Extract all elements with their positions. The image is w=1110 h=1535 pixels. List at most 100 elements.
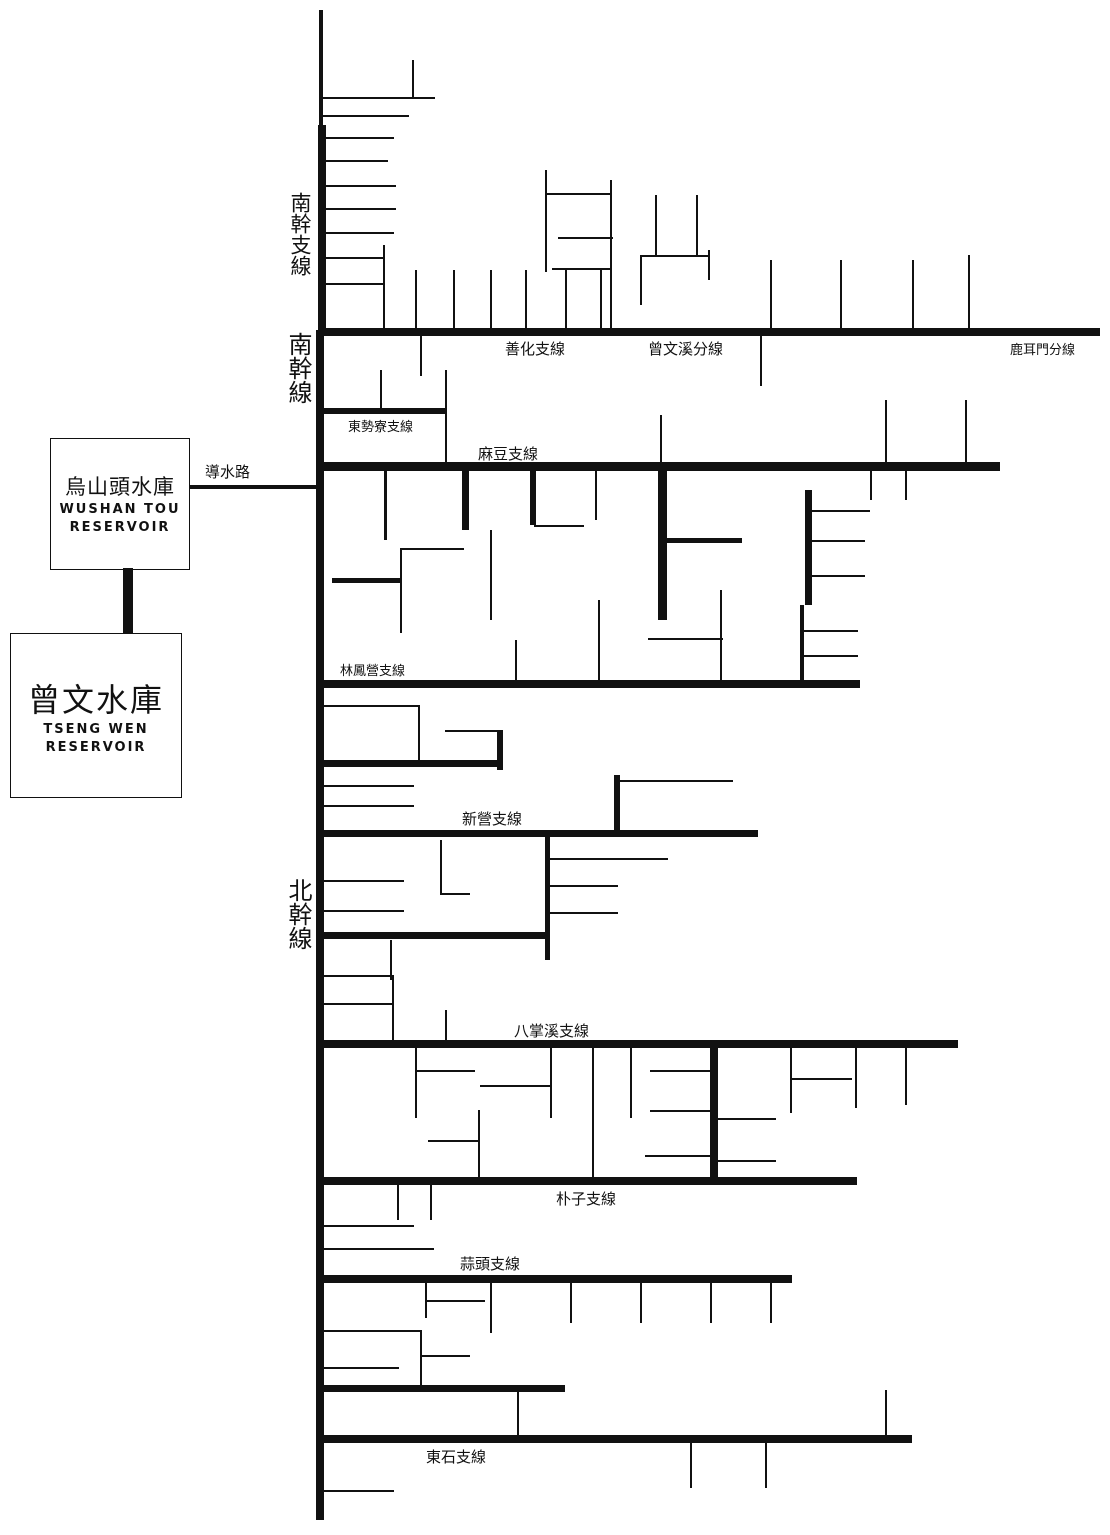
branch-line: [545, 835, 550, 960]
dongshi-ma-line-label: 東勢寮支線: [348, 420, 414, 435]
branch-line: [805, 490, 812, 605]
branch-line: [965, 400, 967, 465]
branch-line: [420, 1330, 422, 1385]
branch-line: [515, 640, 517, 680]
branch-line: [400, 548, 464, 550]
branch-line: [323, 115, 409, 117]
branch-line: [545, 193, 610, 195]
branch-line: [690, 1443, 692, 1488]
xinying-line-label: 新營支線: [462, 810, 523, 828]
branch-line: [326, 137, 394, 139]
branch-line: [640, 255, 642, 305]
branch-line: [324, 975, 394, 977]
branch-line: [645, 1155, 710, 1157]
suantou-line-label: 蒜頭支線: [460, 1255, 521, 1273]
branch-line: [324, 805, 414, 807]
branch-line: [425, 1300, 485, 1302]
branch-line: [800, 655, 858, 657]
dongshi-ma-line: [324, 408, 446, 414]
branch-line: [490, 1283, 492, 1333]
branch-line: [810, 540, 865, 542]
branch-line: [565, 270, 567, 330]
xiaoyi-line: [320, 932, 550, 939]
branch-line: [462, 470, 469, 530]
branch-line: [440, 840, 442, 895]
branch-line: [600, 270, 602, 330]
shanhua-line: [320, 328, 1100, 336]
branch-line: [810, 510, 870, 512]
branch-line: [384, 470, 387, 540]
branch-line: [710, 1283, 712, 1323]
branch-line: [570, 1283, 572, 1323]
branch-line: [618, 780, 733, 782]
linfengying-line: [320, 680, 860, 688]
branch-line: [905, 470, 907, 500]
branch-line: [640, 255, 710, 257]
branch-line: [400, 548, 402, 633]
xinying-line: [320, 830, 758, 837]
branch-line: [324, 1330, 422, 1332]
north-trunk-label: 北幹線: [284, 878, 312, 950]
south-branch-trunk-label: 南幹支線: [288, 192, 312, 276]
branch-line: [658, 470, 667, 620]
south-branch-trunk-line: [318, 125, 326, 335]
branch-line: [548, 858, 668, 860]
branch-line: [648, 638, 723, 640]
branch-line: [326, 283, 384, 285]
madou-line-label: 麻豆支線: [478, 445, 539, 463]
branch-line: [800, 605, 804, 685]
branch-line: [696, 195, 698, 255]
branch-line: [490, 270, 492, 330]
branch-line: [517, 1392, 519, 1437]
branch-line: [324, 1003, 394, 1005]
branch-line: [552, 268, 612, 270]
branch-line: [420, 1355, 470, 1357]
zengwen-reservoir-box: 曾文水庫 TSENG WEN RESERVOIR: [10, 633, 182, 798]
xingang-line: [320, 1385, 565, 1392]
branch-line: [650, 1110, 710, 1112]
branch-line: [968, 255, 970, 330]
branch-line: [480, 1085, 550, 1087]
branch-line: [445, 1010, 447, 1045]
branch-line: [525, 270, 527, 330]
branch-line: [810, 575, 865, 577]
branch-line: [765, 1443, 767, 1488]
branch-line: [548, 912, 618, 914]
branch-line: [530, 470, 536, 525]
xiaying-line: [320, 760, 500, 767]
branch-line: [412, 60, 414, 98]
branch-line: [326, 208, 396, 210]
conduit-line: [190, 485, 320, 489]
branch-line: [790, 1048, 792, 1113]
zengwen-en-name-line2: RESERVOIR: [45, 739, 147, 755]
zengwen-zh-name: 曾文水庫: [27, 680, 164, 719]
dongshi-line: [320, 1435, 912, 1443]
branch-line: [912, 260, 914, 330]
branch-line: [550, 1048, 552, 1118]
branch-line: [445, 730, 500, 732]
reservoir-connector: [123, 568, 133, 634]
branch-line: [595, 470, 597, 520]
bazhangxi-line: [320, 1040, 958, 1048]
luermen-line-label: 鹿耳門分線: [1010, 343, 1076, 358]
branch-line: [855, 1048, 857, 1108]
branch-line: [324, 880, 404, 882]
branch-line: [383, 245, 385, 330]
branch-line: [716, 1160, 776, 1162]
branch-line: [592, 1048, 594, 1178]
wushantou-zh-name: 烏山頭水庫: [65, 475, 175, 499]
branch-line: [870, 470, 872, 500]
branch-line: [323, 97, 435, 99]
south-trunk-label: 南幹線: [284, 332, 312, 404]
branch-line: [630, 1048, 632, 1118]
branch-line: [440, 893, 470, 895]
puzi-line-label: 朴子支線: [556, 1190, 617, 1208]
puzi-line: [320, 1177, 857, 1185]
branch-line: [430, 1185, 432, 1220]
branch-line: [324, 1225, 414, 1227]
wushantou-reservoir-box: 烏山頭水庫 WUSHAN TOU RESERVOIR: [50, 438, 190, 570]
branch-line: [418, 705, 420, 765]
branch-line: [478, 1110, 480, 1180]
branch-line: [497, 730, 503, 770]
